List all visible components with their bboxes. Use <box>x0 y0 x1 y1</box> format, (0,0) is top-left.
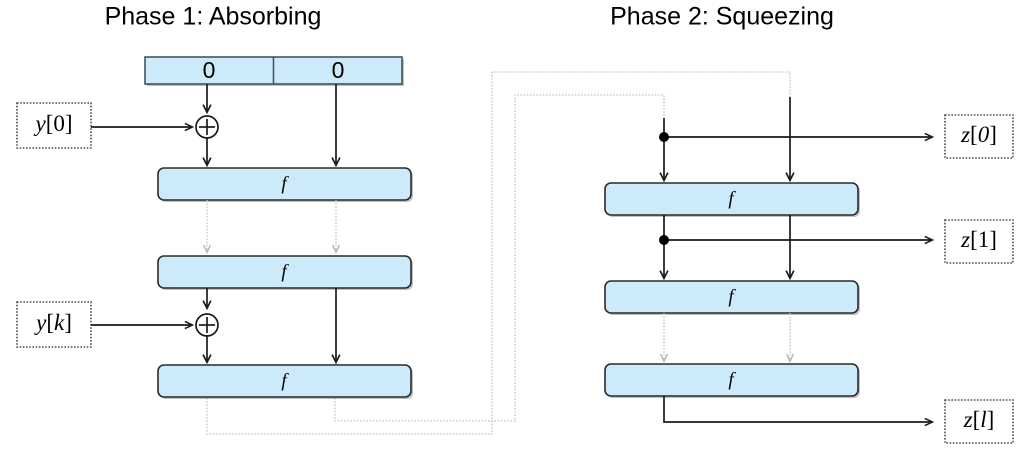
initial-state-bar: 0 0 <box>144 56 404 86</box>
phase2-f-box-2-label: f <box>728 286 736 307</box>
junction-dot-z0 <box>659 132 669 142</box>
phase1-title: Phase 1: Absorbing <box>105 3 322 31</box>
state-cell-capacity: 0 <box>332 57 345 83</box>
output-zl-label: z[l] <box>963 407 995 432</box>
feedback-path-inner <box>334 94 665 422</box>
input-yk-label: y[k] <box>34 310 72 335</box>
phase2-f-box-3: f <box>604 363 860 398</box>
phase2-f-box-1-label: f <box>728 188 736 209</box>
feedback-path-outer <box>206 71 791 435</box>
output-z1: z[1] <box>944 219 1014 264</box>
input-y0-label: y[0] <box>33 111 72 136</box>
phase1-f-box-2-label: f <box>281 261 289 282</box>
xor-gate-1 <box>195 115 219 139</box>
arrow-tap-zl <box>663 396 932 422</box>
phase1-f-box-3-label: f <box>281 370 289 391</box>
output-zl: z[l] <box>944 399 1014 444</box>
state-cell-rate: 0 <box>203 57 216 83</box>
junction-dot-z1 <box>659 235 669 245</box>
phase1-f-box-3: f <box>157 364 413 399</box>
phase2-title: Phase 2: Squeezing <box>610 3 834 31</box>
phase2-f-box-2: f <box>604 280 860 315</box>
phase2-f-box-1: f <box>604 182 860 217</box>
input-yk: y[k] <box>16 301 92 348</box>
xor-gate-2 <box>195 313 219 337</box>
output-z1-label: z[1] <box>960 227 997 252</box>
output-z0: z[0] <box>944 114 1014 159</box>
input-y0: y[0] <box>16 102 92 149</box>
phase2-f-box-3-label: f <box>728 369 736 390</box>
phase1-f-box-2: f <box>157 255 413 290</box>
output-z0-label: z[0] <box>960 122 997 147</box>
phase1-f-box-1: f <box>157 167 413 202</box>
phase1-f-box-1-label: f <box>281 173 289 194</box>
